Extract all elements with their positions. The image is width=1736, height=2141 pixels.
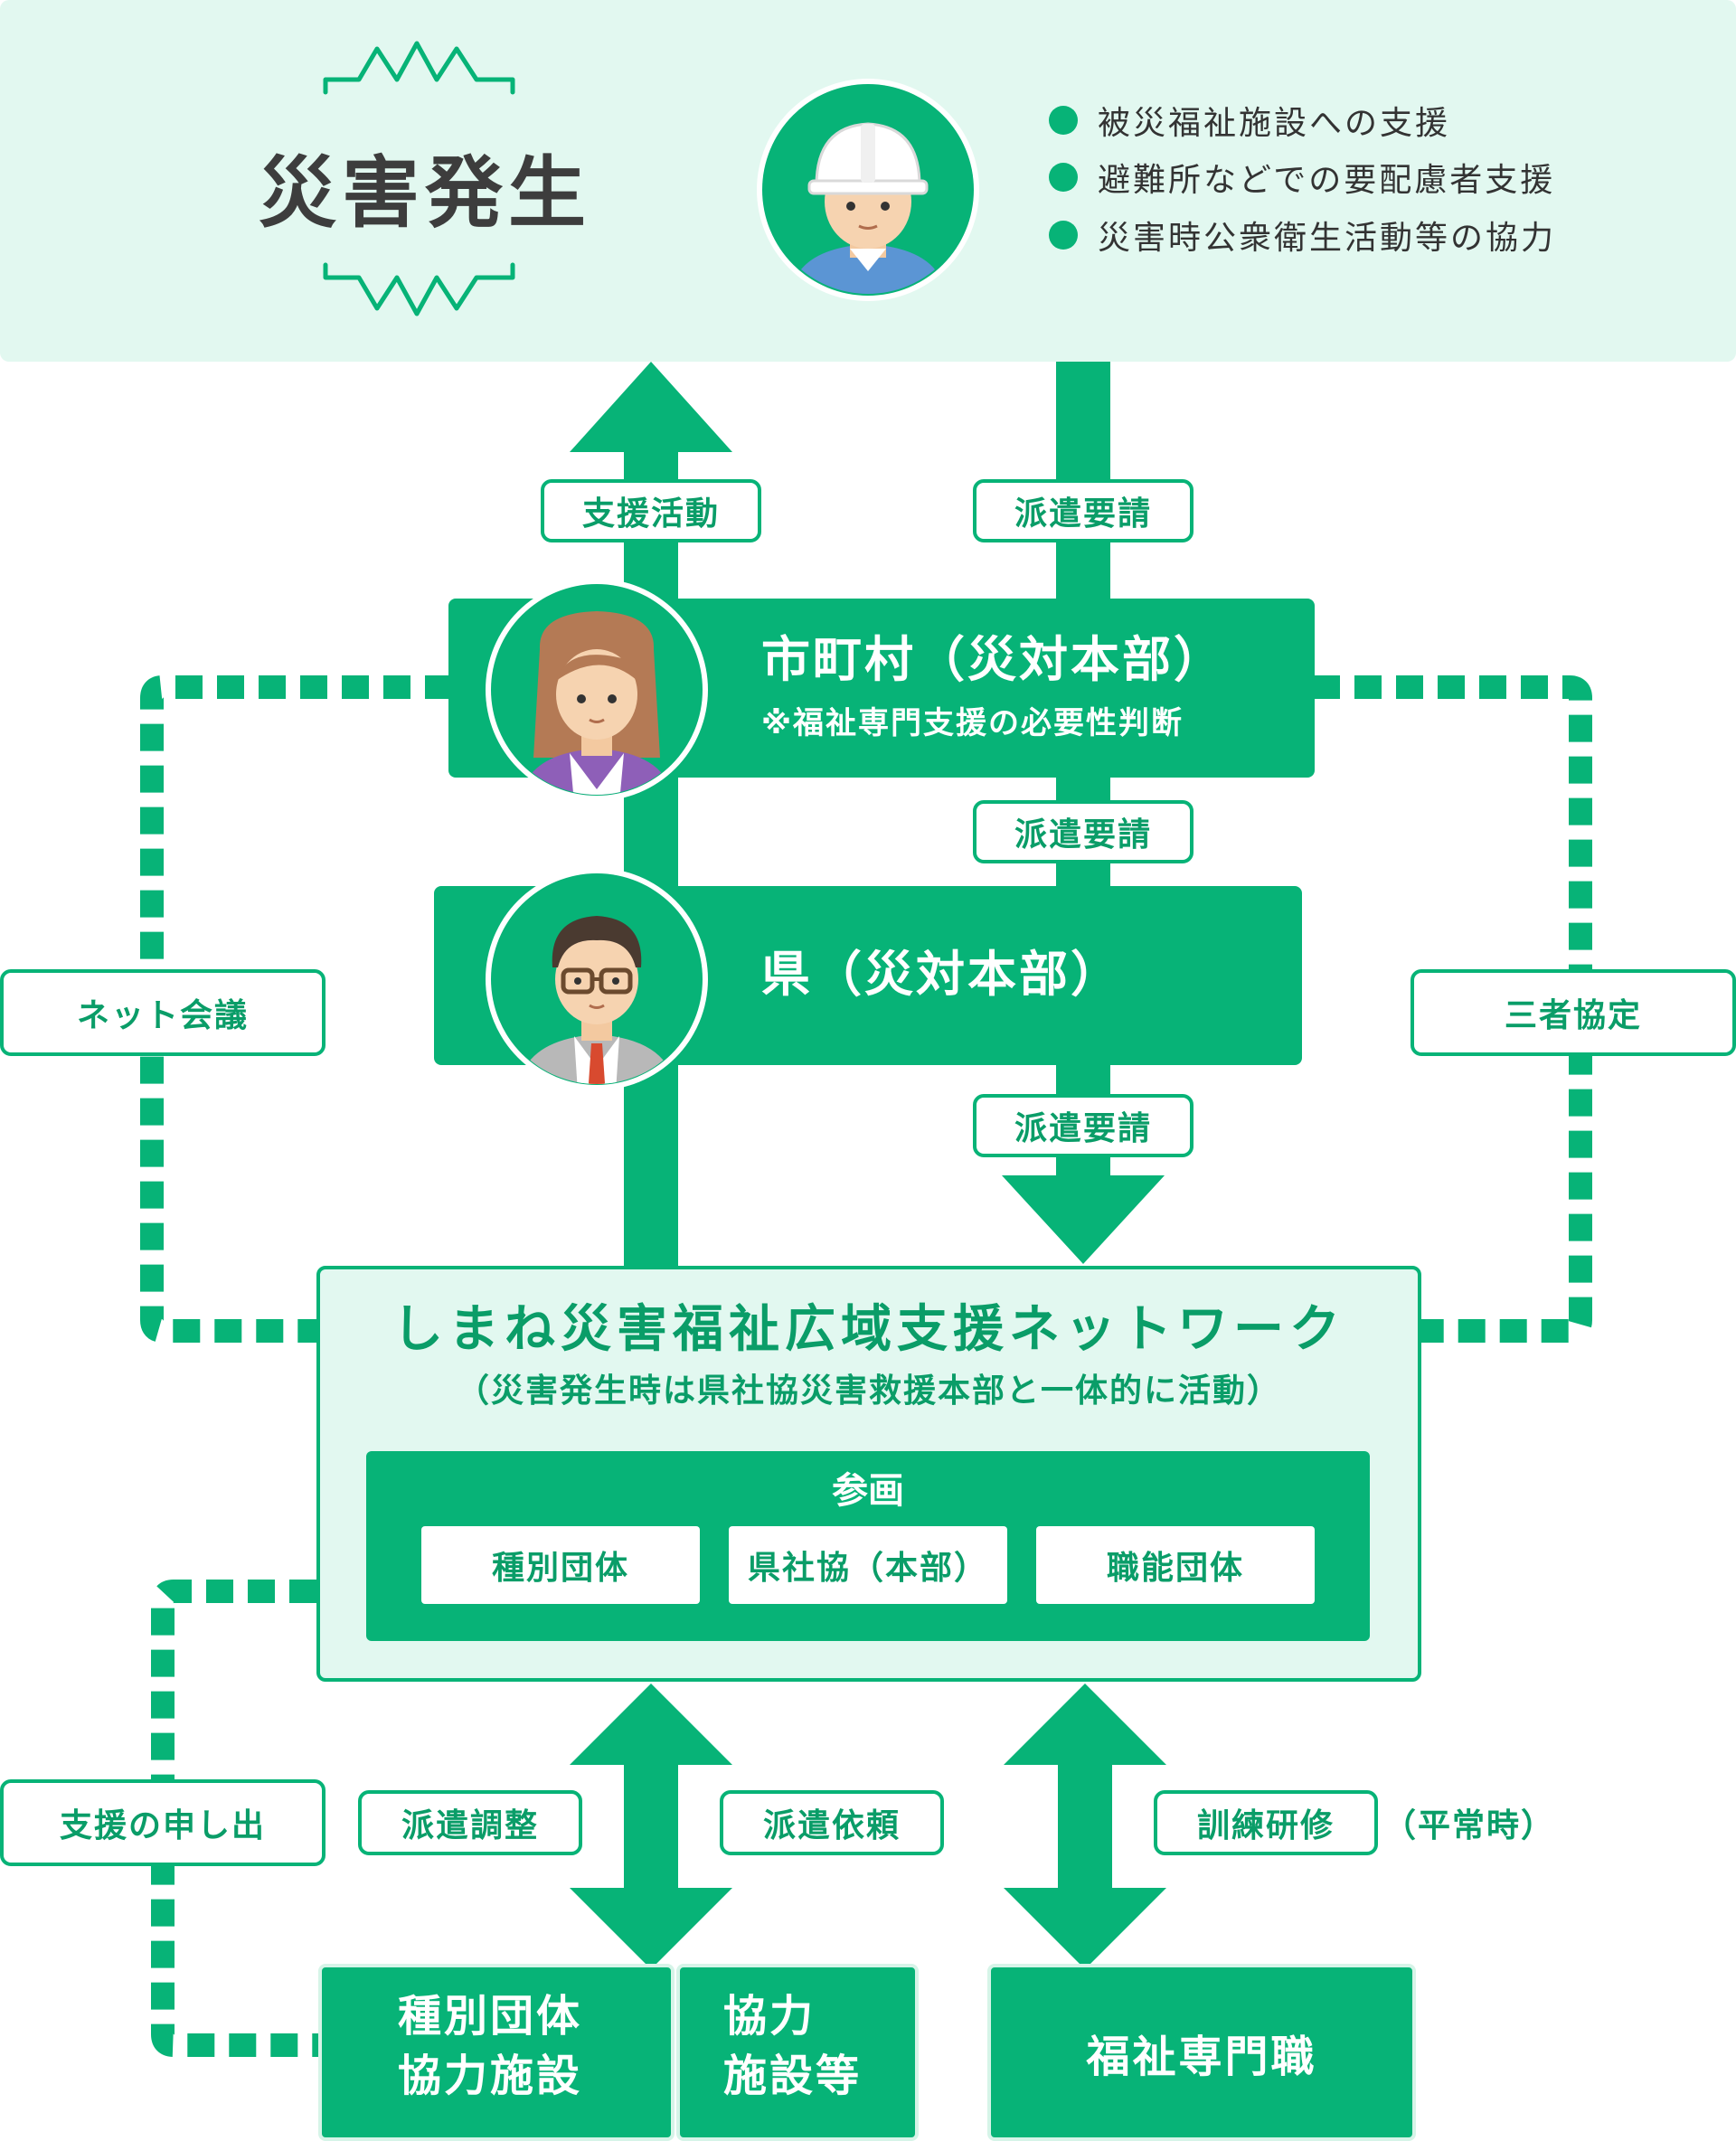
bullet-dot-icon (1049, 221, 1078, 250)
dispatch-request-bottom-label: 派遣依頼 (720, 1790, 944, 1855)
network-title: しまね災害福祉広域支援ネットワーク (392, 1299, 1345, 1359)
type-group-facility-box (318, 1964, 675, 2141)
member-box: 種別団体 (421, 1526, 700, 1604)
right-double-arrow-bottom (1004, 1888, 1166, 1969)
type-group-line2: 協力施設 (398, 2051, 583, 2101)
right-double-arrow-shaft (1058, 1763, 1112, 1890)
left-double-arrow-shaft (624, 1763, 678, 1890)
net-meeting-label: ネット会議 (0, 969, 326, 1056)
bullet-item: 被災福祉施設への支援 (1049, 95, 1682, 146)
welfare-professional-label: 福祉専門職 (1086, 2032, 1317, 2082)
official-avatar-icon (486, 868, 708, 1090)
left-double-arrow-top (570, 1684, 732, 1765)
disaster-title: 災害発生 (259, 147, 591, 239)
training-label: 訓練研修 (1154, 1790, 1378, 1855)
welfare-professional-box: 福祉専門職 (987, 1964, 1416, 2141)
bullet-item: 避難所などでの要配慮者支援 (1049, 152, 1682, 203)
dispatch-coordination-label: 派遣調整 (358, 1790, 582, 1855)
municipality-title: 市町村（災対本部） (761, 631, 1225, 688)
dispatch-request-label: 派遣要請 (973, 479, 1194, 542)
support-arrow-head (570, 362, 732, 452)
zigzag-top-icon (323, 41, 515, 95)
left-dashed-link (140, 675, 452, 1343)
zigzag-bottom-icon (323, 262, 515, 316)
cooperating-line2: 施設等 (723, 2051, 863, 2101)
member-box: 県社協（本部） (729, 1526, 1007, 1604)
request-arrow-head (1002, 1175, 1165, 1264)
type-group-line1: 種別団体 (398, 1991, 583, 2042)
network-subtitle: （災害発生時は県社協災害救援本部と一体的に活動） (456, 1372, 1281, 1410)
tripartite-agreement-label: 三者協定 (1410, 969, 1736, 1056)
bullet-dot-icon (1049, 106, 1078, 135)
support-offer-label: 支援の申し出 (0, 1779, 326, 1866)
participation-label: 参画 (832, 1470, 904, 1512)
normal-time-label: （平常時） (1383, 1807, 1556, 1844)
cooperating-facility-box (676, 1964, 919, 2141)
support-activity-label: 支援活動 (541, 479, 761, 542)
support-arrow-shaft (624, 448, 678, 1266)
member-box: 職能団体 (1036, 1526, 1315, 1604)
prefecture-title: 県（災対本部） (761, 946, 1122, 1003)
woman-avatar-icon (486, 579, 708, 801)
cooperating-line1: 協力 (723, 1991, 816, 2042)
bullet-item: 災害時公衆衛生活動等の協力 (1049, 210, 1682, 260)
worker-avatar-icon (757, 79, 979, 301)
right-double-arrow-top (1004, 1684, 1166, 1765)
municipality-note: ※福祉専門支援の必要性判断 (761, 705, 1184, 741)
dispatch-request-label: 派遣要請 (973, 1094, 1194, 1157)
left-double-arrow-bottom (570, 1888, 732, 1969)
dispatch-request-label: 派遣要請 (973, 800, 1194, 863)
bullet-dot-icon (1049, 163, 1078, 192)
